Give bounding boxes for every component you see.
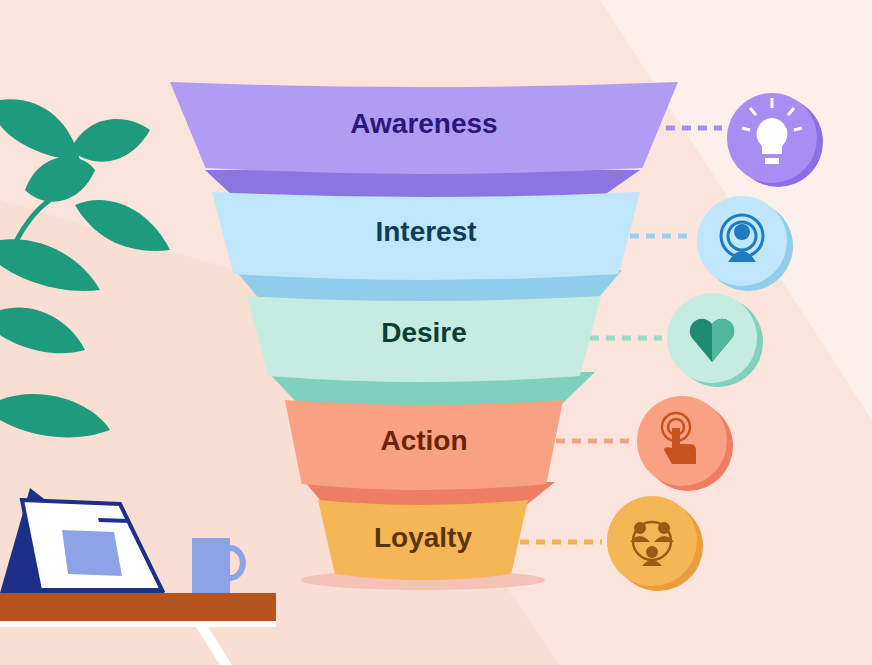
funnel-stage: Awareness — [170, 82, 678, 174]
stage-label: Action — [380, 425, 467, 457]
funnel-stage: Loyalty — [318, 500, 528, 580]
laptop — [0, 488, 165, 593]
band-shape — [285, 400, 563, 490]
funnel-stage: Desire — [247, 296, 601, 382]
stage-label: Awareness — [350, 108, 497, 140]
plant — [0, 99, 170, 437]
mug — [192, 538, 243, 593]
funnel-stage: Interest — [212, 192, 640, 280]
band-shape — [170, 82, 678, 174]
band-shape — [212, 192, 640, 280]
band-shape — [247, 296, 601, 382]
desk — [0, 593, 276, 665]
stage-label: Interest — [375, 216, 476, 248]
funnel-stage: Action — [285, 400, 563, 490]
band-shape — [318, 500, 528, 580]
stage-label: Desire — [381, 317, 467, 349]
funnel-joints — [205, 170, 640, 590]
stage-label: Loyalty — [374, 522, 472, 554]
light-panel — [600, 0, 872, 420]
